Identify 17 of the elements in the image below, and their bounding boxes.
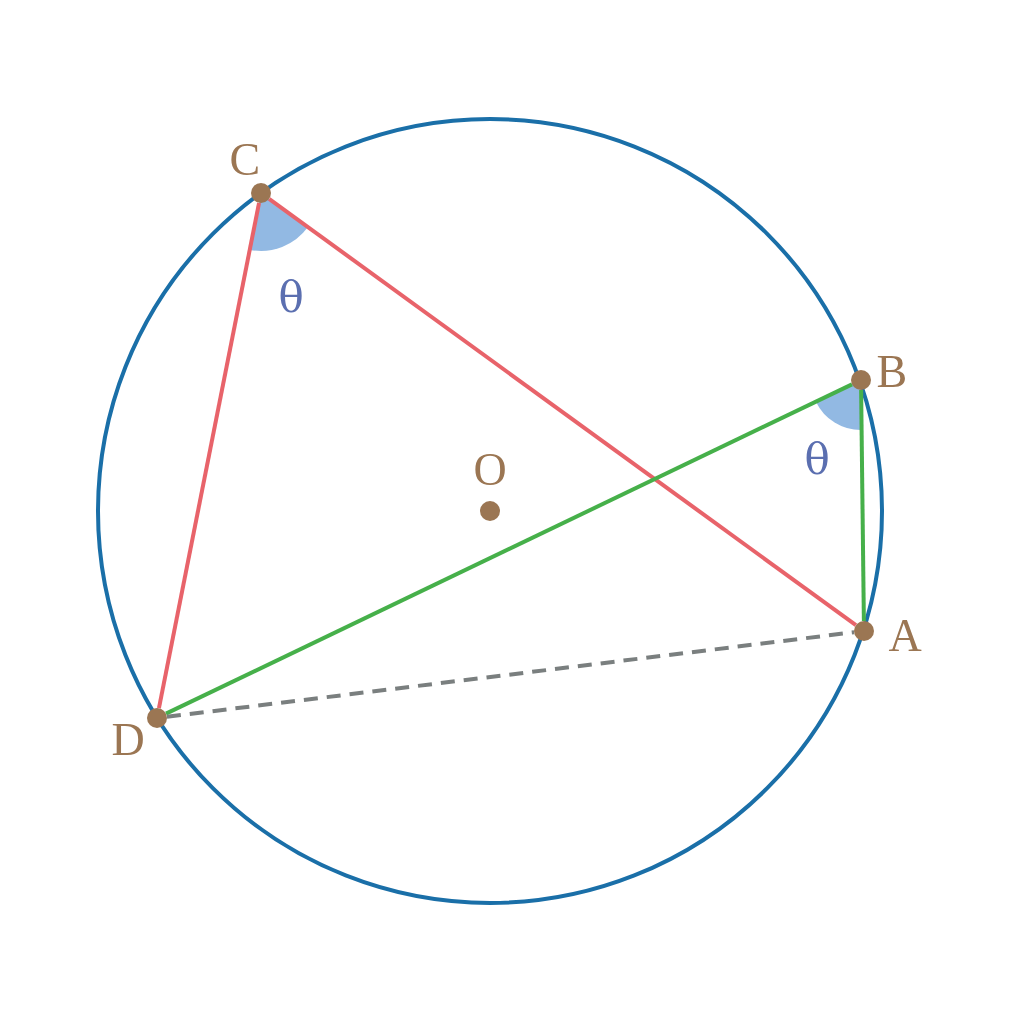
line-segment: [859, 389, 866, 622]
angle-label: θ: [278, 277, 304, 319]
point-dot: [480, 501, 500, 521]
line-segment: [267, 197, 858, 627]
point-label: A: [888, 613, 922, 659]
point-dot: [854, 621, 874, 641]
point-label: O: [473, 447, 507, 493]
line-segment: [165, 382, 853, 716]
line-segment: [156, 202, 262, 709]
point-label: C: [229, 137, 261, 183]
point-dot: [251, 183, 271, 203]
point-dot: [851, 370, 871, 390]
point-dot: [147, 708, 167, 728]
point-label: B: [876, 349, 908, 395]
angle-label: θ: [804, 439, 830, 481]
dashed-line-segment: [166, 630, 855, 719]
point-label: D: [111, 717, 145, 763]
